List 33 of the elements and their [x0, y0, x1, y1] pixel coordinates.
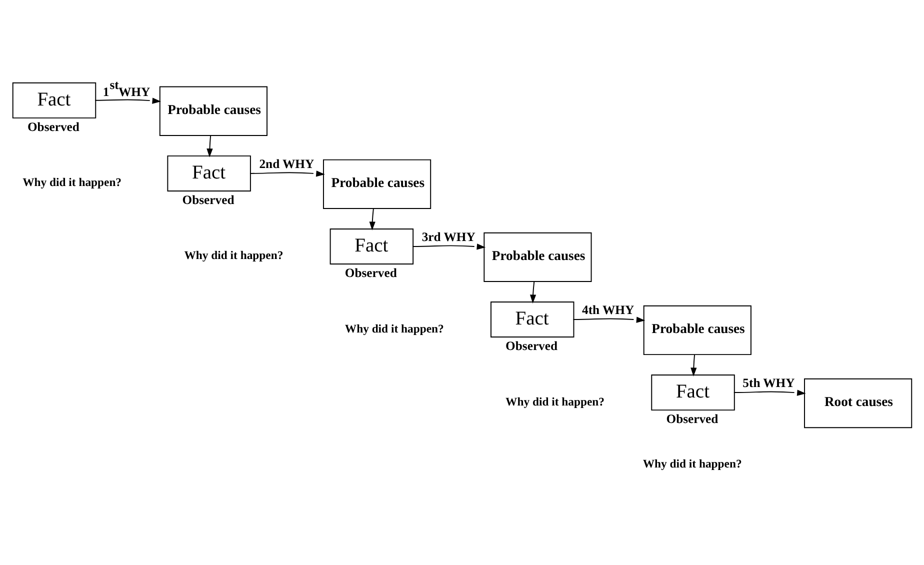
node-box: Fact — [12, 82, 96, 118]
arrow — [412, 243, 486, 250]
node-label: Observed — [27, 120, 80, 134]
label: Why did it happen? — [642, 457, 742, 470]
node-box: Probable causes — [643, 304, 752, 355]
node-box: Root causes — [804, 378, 912, 428]
edge-label: 3rd WHY — [422, 230, 476, 244]
label: Why did it happen? — [344, 322, 444, 335]
arrow — [733, 389, 806, 396]
node-label: Observed — [506, 338, 558, 353]
arrow — [369, 208, 376, 230]
node-box: Probable causes — [484, 232, 592, 282]
arrow — [206, 134, 213, 157]
edge-label: 2nd WHY — [259, 156, 314, 170]
node-label: Observed — [182, 192, 234, 207]
node-label: Observed — [666, 412, 718, 426]
node-box: Fact — [167, 154, 251, 191]
arrow — [572, 316, 646, 322]
edge-label: 4th WHY — [582, 302, 634, 317]
node-box: Fact — [490, 301, 574, 338]
label: Why did it happen? — [184, 248, 284, 262]
arrow — [249, 170, 325, 176]
node-box: Fact — [330, 228, 414, 264]
label: Why did it happen? — [506, 394, 605, 408]
arrow — [94, 97, 162, 104]
node-box: Probable causes — [323, 158, 432, 208]
arrow — [530, 280, 536, 303]
arrow — [690, 354, 697, 376]
node-box: Probable causes — [159, 86, 268, 136]
label: Why did it happen? — [22, 176, 122, 189]
edge-label: 5th WHY — [742, 376, 795, 390]
node-label: Observed — [344, 266, 397, 280]
node-box: Fact — [651, 374, 735, 410]
